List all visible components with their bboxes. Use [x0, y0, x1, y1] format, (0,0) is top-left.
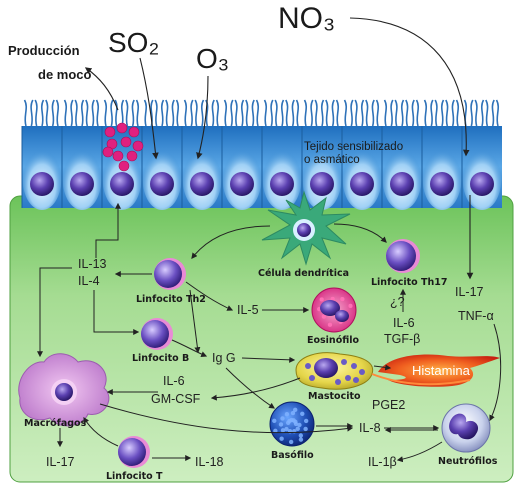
no3-label: NO₃ [278, 2, 335, 35]
arrow-dc-th17 [333, 223, 387, 243]
b-cell [141, 318, 173, 350]
arrow-no3 [349, 17, 470, 157]
cytokine-tgfb: TGF-β [384, 332, 420, 346]
epithelial-cell [261, 99, 302, 210]
arrow-tnfa-neutro [489, 323, 502, 422]
o3-label: O₃ [196, 43, 229, 74]
epithelial-cell [221, 99, 262, 210]
arrow-igg-basophil [225, 367, 275, 409]
cytokine-unknown: ¿? [390, 295, 405, 309]
th2-cell [154, 258, 186, 290]
mast-cell [295, 352, 374, 390]
arrow-il4-bcell [93, 290, 140, 335]
cytokine-il5: IL-5 [237, 303, 259, 317]
arrow-o3 [196, 75, 209, 160]
t-cell [118, 436, 150, 468]
cytokine-pge2: PGE2 [372, 398, 405, 412]
eosinophil-cell [311, 287, 357, 333]
arrow-mast-histamine [373, 364, 392, 371]
arrow-bcell-igg [171, 339, 208, 358]
tissue-label: Tejido sensibilizado [304, 141, 403, 153]
cytokine-gmcsf: GM-CSF [151, 392, 201, 406]
label-t-cell: Linfocito T [106, 471, 163, 482]
label-b-cell: Linfocito B [132, 353, 189, 364]
cytokine-il17-left: IL-17 [46, 455, 75, 469]
label-basophil: Basófilo [271, 450, 314, 461]
mucus-production-label: Producción [8, 43, 80, 58]
so2-label: SO₂ [108, 27, 159, 58]
epithelial-cell [141, 99, 182, 210]
arrow-macro-il8 [99, 403, 354, 434]
epithelial-cell [61, 99, 102, 210]
mucus-production-label-2: de moco [38, 67, 92, 82]
epithelial-cell [421, 99, 462, 210]
epithelial-cell [21, 99, 62, 210]
cytokine-il18: IL-18 [195, 455, 224, 469]
arrow-il13-epithelium [95, 202, 121, 258]
epithelial-cell [381, 99, 422, 210]
label-eosinophil: Eosinófilo [307, 335, 360, 346]
arrow-th2-il5 [185, 281, 234, 311]
arrow-neutro-il1b [396, 441, 443, 463]
label-macrophage: Macrófagos [24, 418, 87, 429]
cytokine-igg: Ig G [212, 351, 236, 365]
cytokine-il8: IL-8 [359, 421, 381, 435]
cytokine-tnfa: TNF-α [458, 309, 494, 323]
epithelial-cell [301, 99, 342, 210]
macrophage-cell [18, 353, 110, 427]
cytokine-il6-left: IL-6 [163, 374, 185, 388]
epithelial-cell [341, 99, 382, 210]
epithelium [21, 99, 502, 210]
arrow-dc-th2 [191, 225, 271, 259]
label-mast-cell: Mastocito [308, 391, 361, 402]
arrow-mast-gmcsf [210, 377, 301, 401]
histamine-blob [371, 354, 500, 387]
arrow-so2 [139, 57, 159, 160]
mucus-granules [102, 122, 144, 172]
dendritic-cell [261, 190, 351, 266]
cytokine-il13: IL-13 [78, 257, 107, 271]
tissue-background [9, 195, 514, 483]
tissue-label-2: o asmático [304, 154, 360, 166]
epithelial-cell [181, 99, 222, 210]
label-th2: Linfocito Th2 [136, 294, 206, 305]
arrow-th2-igg [189, 289, 201, 354]
epithelial-cell [461, 99, 502, 210]
arrow-igg-mast [241, 356, 296, 363]
arrow-tcell-macro [83, 416, 119, 447]
cytokine-il17-right: IL-17 [455, 285, 484, 299]
arrow-mucus [84, 67, 119, 111]
th17-cell [386, 239, 420, 273]
cytokine-il6-right: IL-6 [393, 316, 415, 330]
histamine-label: Histamina [412, 363, 471, 378]
neutrophil-cell [441, 403, 491, 453]
cytokine-il1b: IL-1β [368, 455, 397, 469]
arrow-il-macrophage [37, 267, 72, 358]
label-neutrophil: Neutrófilos [438, 456, 498, 467]
label-dendritic: Célula dendrítica [258, 268, 349, 279]
cytokine-il4: IL-4 [78, 274, 100, 288]
basophil-cell [269, 401, 315, 447]
label-th17: Linfocito Th17 [371, 277, 447, 288]
